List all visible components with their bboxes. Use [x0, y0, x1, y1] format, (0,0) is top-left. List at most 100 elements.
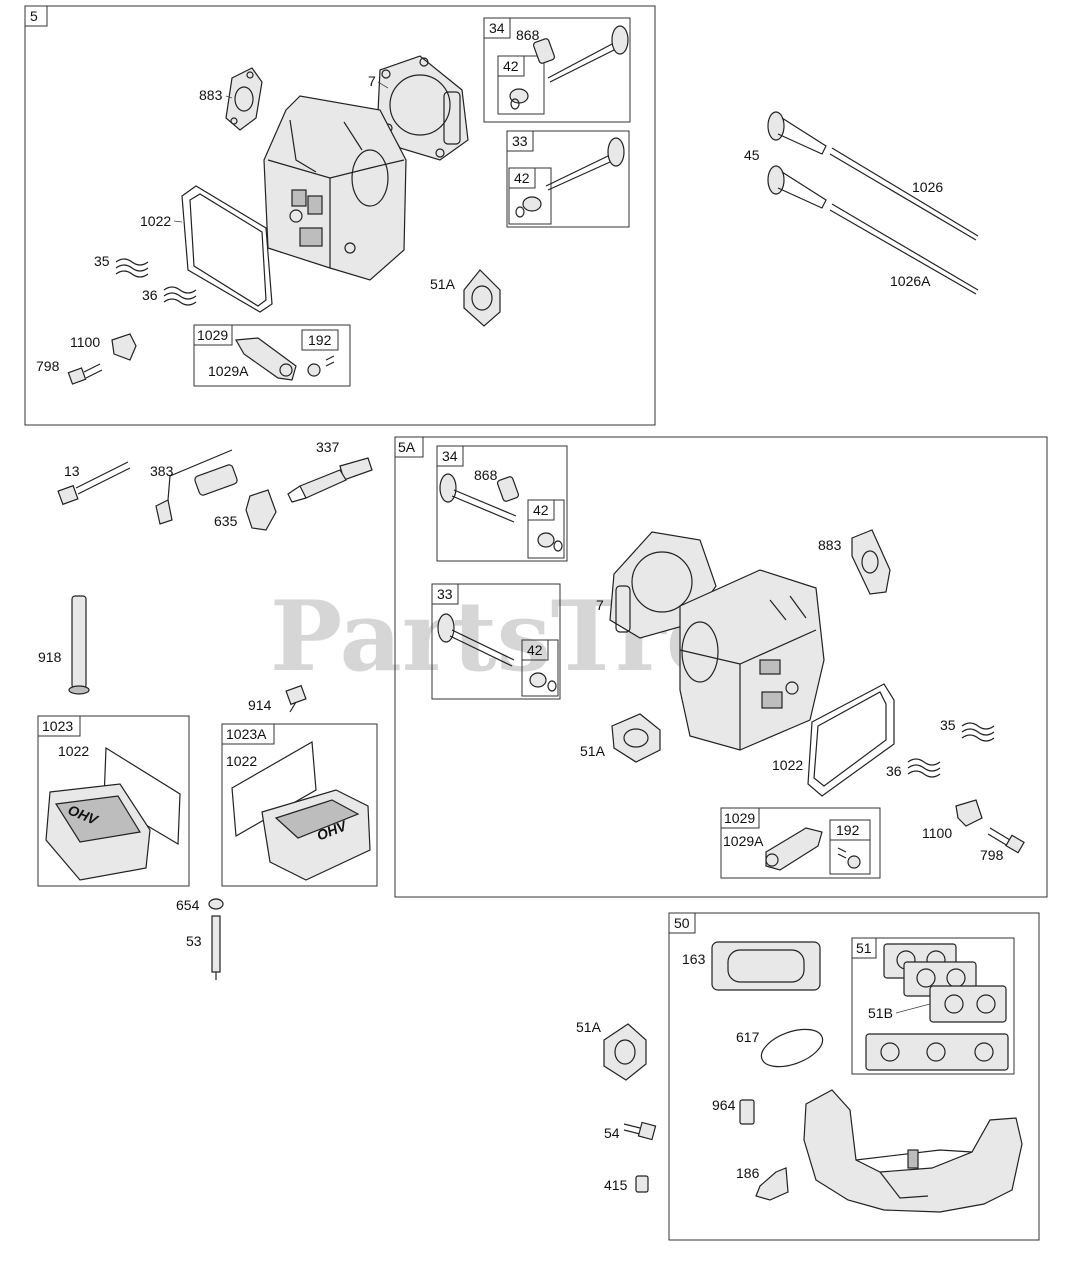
label-798-a: 798 — [36, 358, 60, 374]
cylinder-head-b[interactable] — [679, 569, 825, 751]
label-36-b: 36 — [886, 763, 902, 779]
tube-918[interactable] — [68, 595, 90, 695]
sleeve-964[interactable] — [739, 1099, 755, 1125]
boot-635[interactable] — [245, 489, 277, 531]
bolt-13[interactable] — [57, 461, 131, 506]
valve-spring-36-b[interactable] — [907, 758, 941, 778]
o-ring-617[interactable] — [756, 1022, 827, 1074]
bolt-798-a[interactable] — [67, 363, 103, 385]
screw-54[interactable] — [623, 1121, 657, 1141]
stud-53[interactable] — [211, 915, 221, 980]
group-1023-label: 1023 — [42, 718, 73, 734]
fitting-186[interactable] — [755, 1167, 789, 1201]
label-7-b: 7 — [596, 597, 604, 613]
label-1029A-b: 1029A — [723, 833, 764, 849]
group-1023A-label: 1023A — [226, 726, 267, 742]
valve-intake-a[interactable] — [547, 25, 629, 83]
label-45: 45 — [744, 147, 760, 163]
label-1022-a: 1022 — [140, 213, 171, 229]
label-337: 337 — [316, 439, 340, 455]
group-5-label: 5 — [30, 8, 38, 24]
label-635: 635 — [214, 513, 238, 529]
valve-guide-868-b[interactable] — [496, 476, 520, 502]
group-51-label: 51 — [856, 940, 872, 956]
head-gasket-7-a[interactable] — [377, 55, 469, 161]
spark-plug-337[interactable] — [287, 457, 373, 503]
nut-654[interactable] — [208, 898, 224, 910]
valve-spring-35-b[interactable] — [961, 722, 995, 742]
part-1100-b[interactable] — [955, 799, 983, 827]
gasket-883-b[interactable] — [851, 529, 891, 595]
group-50-frame — [668, 912, 1040, 1241]
label-883-b: 883 — [818, 537, 842, 553]
nut-192-a[interactable] — [307, 355, 335, 377]
label-914: 914 — [248, 697, 272, 713]
label-51B: 51B — [868, 1005, 893, 1021]
label-383: 383 — [150, 463, 174, 479]
gasket-51A-b[interactable] — [611, 713, 661, 763]
group-42-d-label: 42 — [527, 642, 543, 658]
valve-45-bottom[interactable] — [767, 165, 827, 209]
label-415: 415 — [604, 1177, 628, 1193]
bolt-798-b[interactable] — [987, 827, 1025, 854]
label-35-b: 35 — [940, 717, 956, 733]
label-51A-c: 51A — [576, 1019, 602, 1035]
cover-gasket-1022-b[interactable] — [807, 683, 895, 797]
valve-keeper-42-b[interactable] — [515, 196, 542, 218]
label-1026A: 1026A — [890, 273, 931, 289]
nut-192-b[interactable] — [837, 847, 861, 869]
valve-intake-b[interactable] — [439, 473, 517, 523]
intake-manifold-50[interactable] — [803, 1089, 1023, 1213]
valve-guide-868-a[interactable] — [532, 38, 556, 64]
valve-cover-1023[interactable]: OHV — [45, 746, 181, 881]
label-1029A-a: 1029A — [208, 363, 249, 379]
label-36-a: 36 — [142, 287, 158, 303]
label-1022-b: 1022 — [772, 757, 803, 773]
gasket-51A-c[interactable] — [603, 1023, 647, 1081]
label-186: 186 — [736, 1165, 760, 1181]
cylinder-head-a[interactable] — [263, 95, 407, 281]
valve-keeper-42-a[interactable] — [509, 88, 529, 110]
group-1023A-frame — [221, 723, 378, 887]
valve-keeper-42-d[interactable] — [529, 672, 557, 692]
gasket-51A-a[interactable] — [463, 269, 501, 327]
label-53: 53 — [186, 933, 202, 949]
group-34-a-label: 34 — [489, 20, 505, 36]
valve-45-top[interactable] — [767, 111, 827, 155]
label-798-b: 798 — [980, 847, 1004, 863]
cover-gasket-1022-a[interactable] — [181, 185, 273, 313]
gasket-set-51[interactable] — [865, 943, 1009, 1071]
gasket-163[interactable] — [711, 941, 821, 991]
valve-keeper-42-c[interactable] — [537, 532, 563, 552]
label-1100-a: 1100 — [70, 334, 100, 350]
part-1100-a[interactable] — [111, 333, 137, 361]
group-42-c-label: 42 — [533, 502, 549, 518]
rocker-arm-1029A-a[interactable] — [235, 337, 297, 381]
screw-914[interactable] — [285, 684, 307, 713]
label-1022-c: 1022 — [58, 743, 89, 759]
group-42-a-label: 42 — [503, 58, 519, 74]
valve-spring-35-a[interactable] — [115, 258, 149, 278]
label-163: 163 — [682, 951, 706, 967]
nut-415[interactable] — [635, 1175, 649, 1193]
valve-exhaust-a[interactable] — [545, 137, 625, 191]
valve-spring-36-a[interactable] — [163, 286, 197, 306]
label-51A-a: 51A — [430, 276, 456, 292]
group-1029-a-frame — [193, 324, 351, 387]
label-918: 918 — [38, 649, 62, 665]
group-33-a-frame — [506, 130, 630, 228]
group-33-b-frame — [431, 583, 561, 700]
pushrod-1026A[interactable] — [829, 203, 979, 295]
gasket-883-a[interactable] — [225, 67, 263, 131]
group-34-b-frame — [436, 445, 568, 562]
group-5-frame — [24, 5, 656, 426]
part-383[interactable] — [155, 449, 238, 525]
rocker-arm-1029A-b[interactable] — [765, 827, 823, 871]
pushrod-1026[interactable] — [829, 147, 979, 241]
group-1023-frame — [37, 715, 190, 887]
label-7-a: 7 — [368, 73, 376, 89]
valve-cover-1023A[interactable]: OHV — [231, 741, 371, 881]
group-50-label: 50 — [674, 915, 690, 931]
valve-exhaust-b[interactable] — [437, 613, 515, 667]
